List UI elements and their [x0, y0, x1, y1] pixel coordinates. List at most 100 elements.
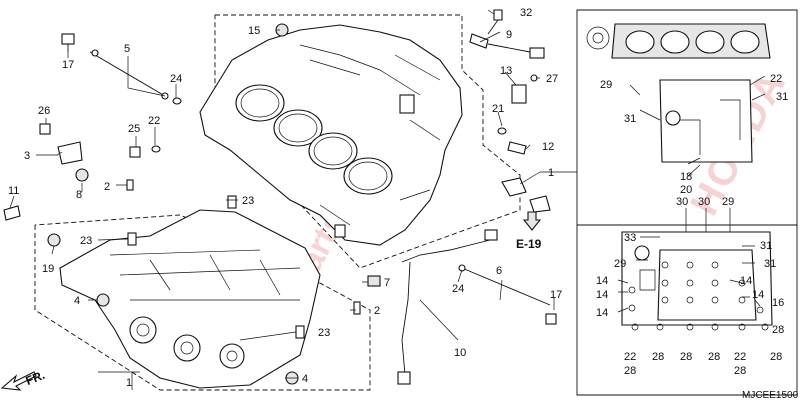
callout-r28f: 28 [624, 365, 636, 377]
callout-r33: 33 [624, 232, 636, 244]
lower-bearing-1-inner [136, 323, 150, 337]
bolt-32 [493, 9, 503, 21]
upper-crankcase-group [199, 14, 521, 269]
reference-label[interactable]: E-19 [516, 237, 542, 251]
bolt-2b [353, 301, 361, 315]
callout-r14a: 14 [596, 275, 608, 287]
lower-bearing-3-inner [226, 350, 238, 362]
callout-17b: 17 [550, 289, 562, 301]
upper-dowel [334, 224, 346, 238]
leader-line-set [9, 9, 766, 390]
callout-6: 6 [496, 265, 502, 277]
callout-r14e: 14 [596, 307, 608, 319]
lower-crankcase-ribs [109, 249, 301, 301]
bolt-32-shank [487, 19, 499, 35]
callout-32: 32 [520, 7, 532, 19]
sensor-9 [469, 33, 489, 49]
seal-8 [75, 168, 89, 182]
callout-3: 3 [24, 150, 30, 162]
callout-13: 13 [500, 65, 512, 77]
cylinder-bore-3-inner [313, 136, 353, 166]
lower-crankcase-group [34, 195, 371, 391]
cylinder-bore-2 [273, 109, 323, 147]
gasket-bore-3 [695, 30, 725, 54]
callout-27: 27 [546, 73, 558, 85]
plan-boss-a [634, 245, 650, 261]
callout-r28c: 28 [680, 351, 692, 363]
bolt-25 [129, 146, 141, 158]
harness-10-plug [397, 371, 411, 385]
gear-icon-hub [592, 32, 604, 44]
callout-26: 26 [38, 105, 50, 117]
arrow-icon [0, 371, 37, 391]
callout-r14b: 14 [740, 275, 752, 287]
lower-bearing-3 [219, 343, 245, 369]
direction-label: FR. [24, 368, 47, 388]
plan-boss-b [639, 269, 656, 291]
sensor-9-plug [529, 47, 545, 59]
callout-r22c: 22 [734, 351, 746, 363]
lower-bearing-1 [129, 316, 157, 344]
upper-crankcase-ribs [299, 44, 441, 226]
callout-r18: 18 [680, 171, 692, 183]
callout-1b: 1 [548, 167, 554, 179]
callout-21: 21 [492, 103, 504, 115]
callout-r28d: 28 [708, 351, 720, 363]
callout-r22a: 22 [770, 73, 782, 85]
callout-r31b: 31 [624, 113, 636, 125]
washer-21 [497, 127, 507, 135]
callout-17a: 17 [62, 59, 74, 71]
grommet-7 [367, 275, 381, 287]
sensor-13 [511, 84, 527, 104]
callout-5: 5 [124, 43, 130, 55]
diagram-code: MJCEE1500 [742, 390, 799, 401]
seal-19 [47, 233, 61, 247]
lower-crankcase-frame [34, 214, 371, 391]
callout-11: 11 [8, 185, 19, 197]
lower-bearing-2 [173, 334, 201, 362]
bracket-3 [57, 141, 83, 165]
dowel-23a [227, 195, 237, 209]
plan-bolt-holes [628, 261, 769, 331]
leader-lines [9, 9, 766, 390]
head-gasket [611, 23, 771, 59]
callout-2a: 2 [104, 181, 110, 193]
dowel-23c [295, 325, 305, 339]
gasket-bore-2 [660, 30, 690, 54]
switch-12 [507, 141, 527, 155]
harness-10-plug-b [484, 229, 498, 241]
callout-r14d: 14 [752, 289, 764, 301]
bolt-26 [39, 123, 51, 135]
down-arrow-icon [522, 211, 542, 231]
callout-r29a: 29 [600, 79, 612, 91]
dowel-23b [127, 232, 137, 246]
callout-r29b: 29 [722, 196, 734, 208]
cylinder-bore-4 [343, 157, 393, 195]
front-direction-arrow: FR. [0, 368, 47, 391]
washer-24a [172, 97, 182, 105]
right-panel [576, 9, 798, 396]
callout-19: 19 [42, 263, 54, 275]
callout-2b: 2 [374, 305, 380, 317]
cable-5-end [91, 49, 99, 57]
cable-5 [89, 51, 166, 97]
callout-23b: 23 [80, 235, 92, 247]
callout-r14c: 14 [596, 289, 608, 301]
sensor-9-wire [487, 43, 531, 53]
callout-r20: 20 [680, 184, 692, 196]
cover-plate-hole [665, 110, 681, 126]
part-1b [501, 177, 527, 197]
reference-e19[interactable]: E-19 [516, 211, 542, 251]
callout-r29c: 29 [614, 258, 626, 270]
cylinder-bore-4-inner [348, 161, 388, 191]
callout-25: 25 [128, 123, 140, 135]
gasket-bore-1 [625, 30, 655, 54]
washer-22a [151, 145, 161, 153]
cylinder-bore-1-inner [240, 88, 280, 118]
callout-10: 10 [454, 347, 466, 359]
callout-23c: 23 [318, 327, 330, 339]
lower-right-frame [576, 225, 798, 396]
callout-r31d: 31 [764, 258, 776, 270]
